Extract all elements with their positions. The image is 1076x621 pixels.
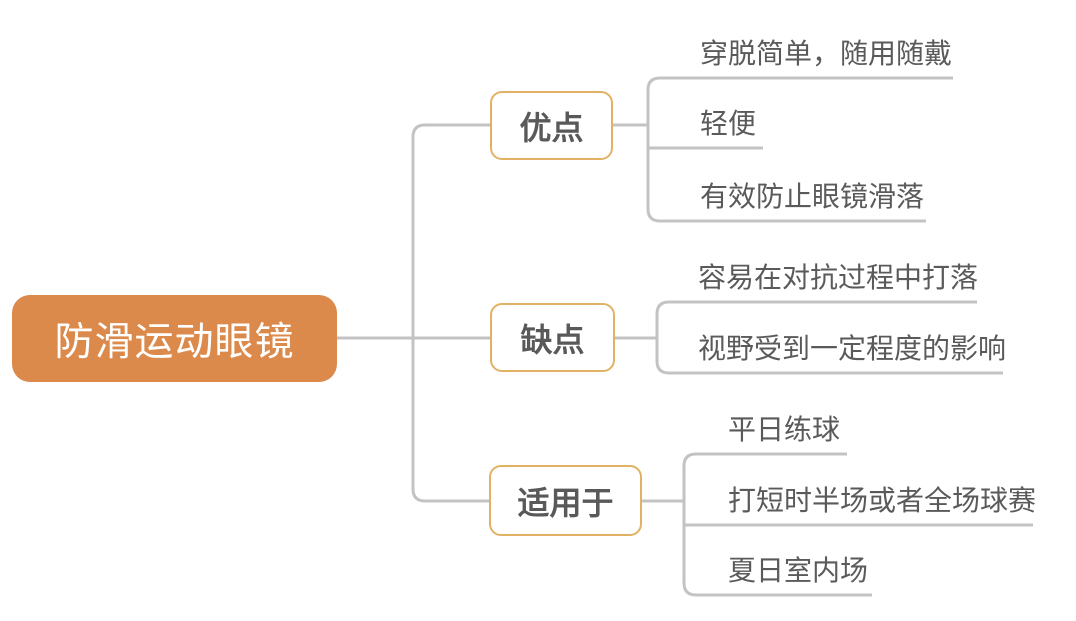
branch-quedian-bracket — [655, 300, 1003, 375]
branch-topic-applicable-label: 适用于 — [517, 484, 614, 521]
subtopic-advantage-3[interactable]: 有效防止眼镜滑落 — [700, 181, 925, 212]
root-topic[interactable]: 防滑运动眼镜 — [12, 295, 337, 382]
subtopic-advantage-1[interactable]: 穿脱简单，随用随戴 — [700, 38, 953, 69]
trunk-spine — [411, 123, 490, 503]
subtopic-applicable-3[interactable]: 夏日室内场 — [728, 555, 869, 586]
branch-topic-advantages-label: 优点 — [519, 109, 584, 146]
subtopic-disadvantage-2[interactable]: 视野受到一定程度的影响 — [698, 333, 1007, 364]
subtopic-disadvantage-1[interactable]: 容易在对抗过程中打落 — [698, 262, 979, 293]
root-topic-label: 防滑运动眼镜 — [54, 320, 295, 364]
subtopic-applicable-1[interactable]: 平日练球 — [728, 414, 841, 445]
branch-topic-advantages[interactable]: 优点 — [490, 91, 613, 160]
branch-topic-disadvantages[interactable]: 缺点 — [490, 303, 615, 372]
subtopic-advantage-2[interactable]: 轻便 — [700, 108, 757, 139]
subtopic-applicable-2[interactable]: 打短时半场或者全场球赛 — [728, 485, 1037, 516]
branch-topic-disadvantages-label: 缺点 — [520, 321, 585, 358]
branch-topic-applicable[interactable]: 适用于 — [489, 465, 642, 536]
